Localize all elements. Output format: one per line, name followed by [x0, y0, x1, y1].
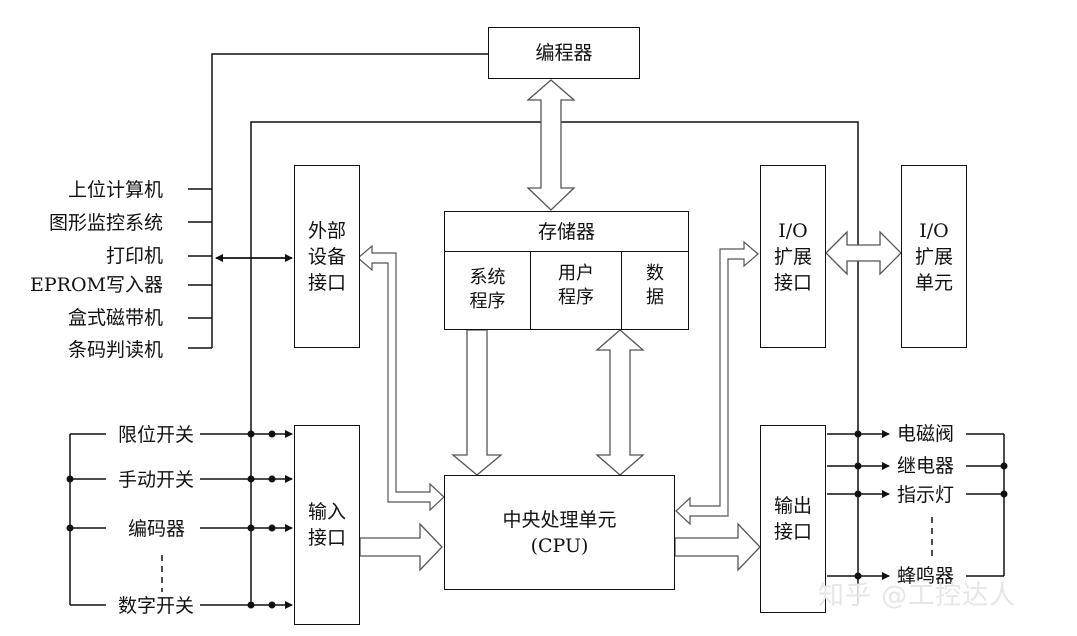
- external-interface-block: 外部 设备 接口: [294, 165, 360, 348]
- input-interface-block: 输入 接口: [294, 425, 360, 625]
- input-cpu-bus-arrow: [359, 522, 443, 572]
- output-interface-block: 输出 接口: [760, 425, 826, 613]
- system-program-line-2: 程序: [469, 291, 506, 312]
- cpu-line-2: (CPU): [530, 534, 589, 557]
- input-label: 限位开关: [118, 424, 195, 446]
- io-unit-line-3: 单元: [914, 271, 953, 294]
- cpu-output-bus-arrow: [674, 522, 761, 572]
- cpu-block: 中央处理单元 (CPU): [444, 475, 675, 590]
- io-expansion-unit-block: I/O 扩展 单元: [901, 165, 967, 348]
- peripheral-label: 打印机: [105, 245, 163, 267]
- system-program-line-1: 系统: [469, 267, 506, 288]
- external-cpu-bus-arrow: [357, 244, 445, 512]
- io-unit-line-2: 扩展: [914, 245, 953, 268]
- output-interface-line-1: 输出: [773, 495, 812, 517]
- memory-block: 存储器 系统 程序 用户 程序 数 据: [444, 211, 689, 330]
- peripheral-label: 条码判读机: [67, 339, 163, 361]
- memory-divider-1: [530, 252, 531, 330]
- input-interface-line-2: 接口: [307, 527, 346, 549]
- cpu-line-1: 中央处理单元: [502, 508, 617, 531]
- junction-dots: [66, 430, 1008, 609]
- io-interface-line-3: 接口: [773, 271, 812, 294]
- system-program-cpu-bus-arrow: [451, 329, 503, 476]
- connector-lines: [69, 53, 1005, 609]
- peripheral-label: 盒式磁带机: [67, 307, 163, 329]
- io-expansion-bus-arrow: [825, 230, 902, 276]
- io-expansion-interface-block: I/O 扩展 接口: [760, 165, 826, 348]
- data-line-1: 数: [646, 263, 664, 284]
- output-label: 电磁阀: [897, 423, 955, 445]
- peripheral-label: EPROM写入器: [30, 274, 163, 296]
- output-interface-line-2: 接口: [773, 521, 812, 543]
- user-program-line-1: 用户: [558, 263, 594, 284]
- external-interface-line-3: 接口: [307, 271, 346, 294]
- input-label: 编码器: [128, 518, 186, 540]
- system-program-cell: 系统 程序: [445, 266, 530, 314]
- io-interface-line-2: 扩展: [773, 245, 812, 268]
- io-cpu-bus-arrow: [675, 240, 759, 526]
- memory-title: 存储器: [445, 212, 688, 252]
- watermark: 知乎 @工控达人: [818, 581, 1017, 611]
- programmer-block: 编程器: [488, 27, 640, 79]
- peripheral-label: 图形监控系统: [48, 212, 163, 234]
- data-cell: 数 据: [622, 262, 688, 310]
- external-interface-line-2: 设备: [307, 245, 346, 268]
- output-label: 指示灯: [897, 484, 955, 506]
- user-program-line-2: 程序: [558, 287, 594, 308]
- peripheral-label: 上位计算机: [67, 179, 163, 201]
- programmer-memory-bus-arrow: [526, 79, 576, 211]
- input-interface-line-1: 输入: [307, 501, 346, 523]
- user-program-cell: 用户 程序: [531, 262, 621, 310]
- memory-divider-2: [621, 252, 622, 330]
- output-label: 蜂鸣器: [897, 565, 955, 587]
- external-interface-line-1: 外部: [307, 219, 346, 242]
- input-label: 数字开关: [118, 595, 195, 617]
- data-line-2: 据: [646, 287, 664, 308]
- user-program-cpu-bus-arrow: [595, 329, 645, 476]
- input-label: 手动开关: [118, 469, 195, 491]
- io-unit-line-1: I/O: [919, 219, 949, 242]
- bus-arrows: [359, 79, 902, 572]
- output-label: 继电器: [897, 455, 955, 477]
- io-interface-line-1: I/O: [778, 219, 808, 242]
- programmer-label: 编程器: [535, 42, 593, 64]
